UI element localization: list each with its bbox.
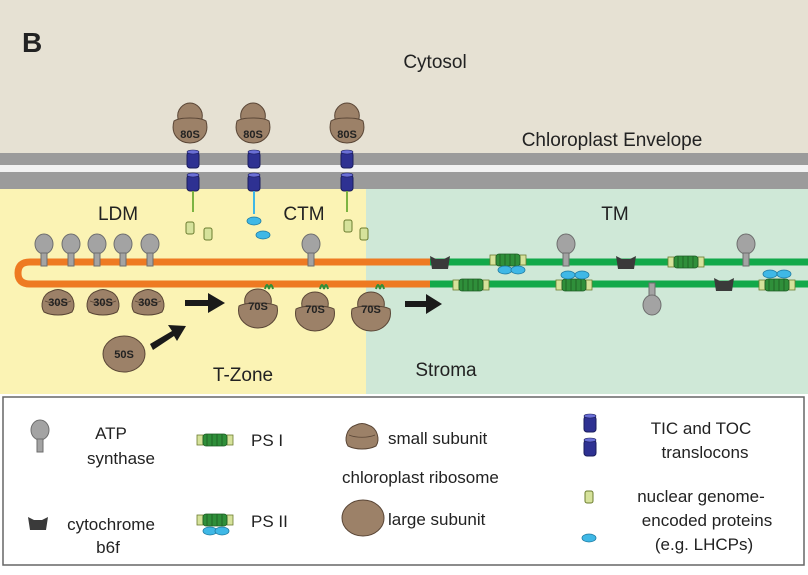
nuclear-protein <box>185 221 195 235</box>
lhcp-protein <box>510 265 526 275</box>
photosystem-2 <box>489 253 527 267</box>
panel-letter: B <box>22 27 42 58</box>
legend-ps1: PS I <box>251 431 283 450</box>
svg-text:30S: 30S <box>93 297 113 309</box>
lhcp-protein <box>762 269 778 279</box>
legend-large-subunit: large subunit <box>388 510 486 529</box>
nuclear-protein-legend-icon <box>584 490 594 504</box>
envelope-label: Chloroplast Envelope <box>522 130 703 151</box>
svg-text:30S: 30S <box>138 297 158 309</box>
translocon-legend-icon <box>583 437 597 457</box>
cytosolic-ribosome-80s: 80S <box>329 102 365 144</box>
small-subunit-30s: 30S <box>41 289 75 316</box>
nuclear-protein <box>343 219 353 233</box>
ldm-membrane <box>14 258 430 288</box>
lhcp-protein <box>255 230 271 240</box>
tic-toc-translocon <box>340 149 354 212</box>
cytosol-region <box>0 0 808 156</box>
cytosol-label: Cytosol <box>403 52 466 73</box>
lhcp-legend-icon <box>214 526 230 536</box>
legend-atp-line2: synthase <box>87 449 155 468</box>
ps2-legend-icon <box>196 513 234 527</box>
legend-nuc-line3: (e.g. LHCPs) <box>655 535 753 554</box>
photosystem-2 <box>758 278 796 292</box>
lhcp-legend-icon <box>581 533 597 543</box>
svg-text:80S: 80S <box>180 129 200 141</box>
large-subunit-legend-icon <box>341 499 385 537</box>
chloroplast-ribosome-70s: 70S <box>238 288 278 329</box>
photosystem-1 <box>452 278 490 292</box>
nuclear-protein <box>359 227 369 241</box>
legend-tic-line2: translocons <box>662 443 749 462</box>
lhcp-protein <box>246 216 262 226</box>
small-subunit-30s: 30S <box>86 289 120 316</box>
legend-box <box>2 396 805 566</box>
nascent-chain <box>375 284 385 290</box>
lhcp-protein <box>560 270 576 280</box>
arrow-to-tm <box>405 294 442 314</box>
svg-text:50S: 50S <box>114 349 134 361</box>
large-subunit-50s: 50S <box>102 335 146 373</box>
ps1-legend-icon <box>196 433 234 447</box>
svg-text:70S: 70S <box>248 301 268 313</box>
translocon-legend-icon <box>583 413 597 433</box>
cytosolic-ribosome-80s: 80S <box>172 102 208 144</box>
svg-text:80S: 80S <box>243 129 263 141</box>
lhcp-protein <box>574 270 590 280</box>
arrow-50s-up <box>150 325 186 350</box>
nascent-chain <box>264 284 274 290</box>
chloroplast-ribosome-70s: 70S <box>351 291 391 332</box>
small-subunit-30s: 30S <box>131 289 165 316</box>
legend-nuc-line2: encoded proteins <box>642 511 772 530</box>
legend-small-subunit: small subunit <box>388 429 487 448</box>
legend-cyt-line2: b6f <box>96 538 120 557</box>
lhcp-protein <box>497 265 513 275</box>
small-subunit-legend-icon <box>345 423 379 450</box>
svg-text:30S: 30S <box>48 297 68 309</box>
legend-tic-line1: TIC and TOC <box>651 419 751 438</box>
lhcp-protein <box>776 269 792 279</box>
legend-cyt-line1: cytochrome <box>67 515 155 534</box>
legend-nuc-line1: nuclear genome- <box>637 487 765 506</box>
arrow-to-70s <box>185 293 225 313</box>
tzone-label: T-Zone <box>213 365 273 386</box>
nascent-chain <box>319 284 329 290</box>
tic-toc-translocon <box>247 149 261 214</box>
svg-text:70S: 70S <box>305 304 325 316</box>
stroma-label: Stroma <box>415 360 477 381</box>
tic-toc-translocon <box>186 149 200 212</box>
cytosolic-ribosome-80s: 80S <box>235 102 271 144</box>
nuclear-protein <box>203 227 213 241</box>
photosystem-1 <box>667 255 705 269</box>
svg-text:70S: 70S <box>361 304 381 316</box>
ldm-label: LDM <box>98 204 138 225</box>
legend-chloroplast-ribosome: chloroplast ribosome <box>342 468 499 487</box>
chloroplast-ribosome-70s: 70S <box>295 291 335 332</box>
legend-ps2: PS II <box>251 512 288 531</box>
tm-label: TM <box>601 204 628 225</box>
ctm-label: CTM <box>283 204 324 225</box>
legend-atp-line1: ATP <box>95 424 127 443</box>
svg-text:80S: 80S <box>337 129 357 141</box>
stroma-region <box>366 189 808 394</box>
photosystem-2 <box>555 278 593 292</box>
